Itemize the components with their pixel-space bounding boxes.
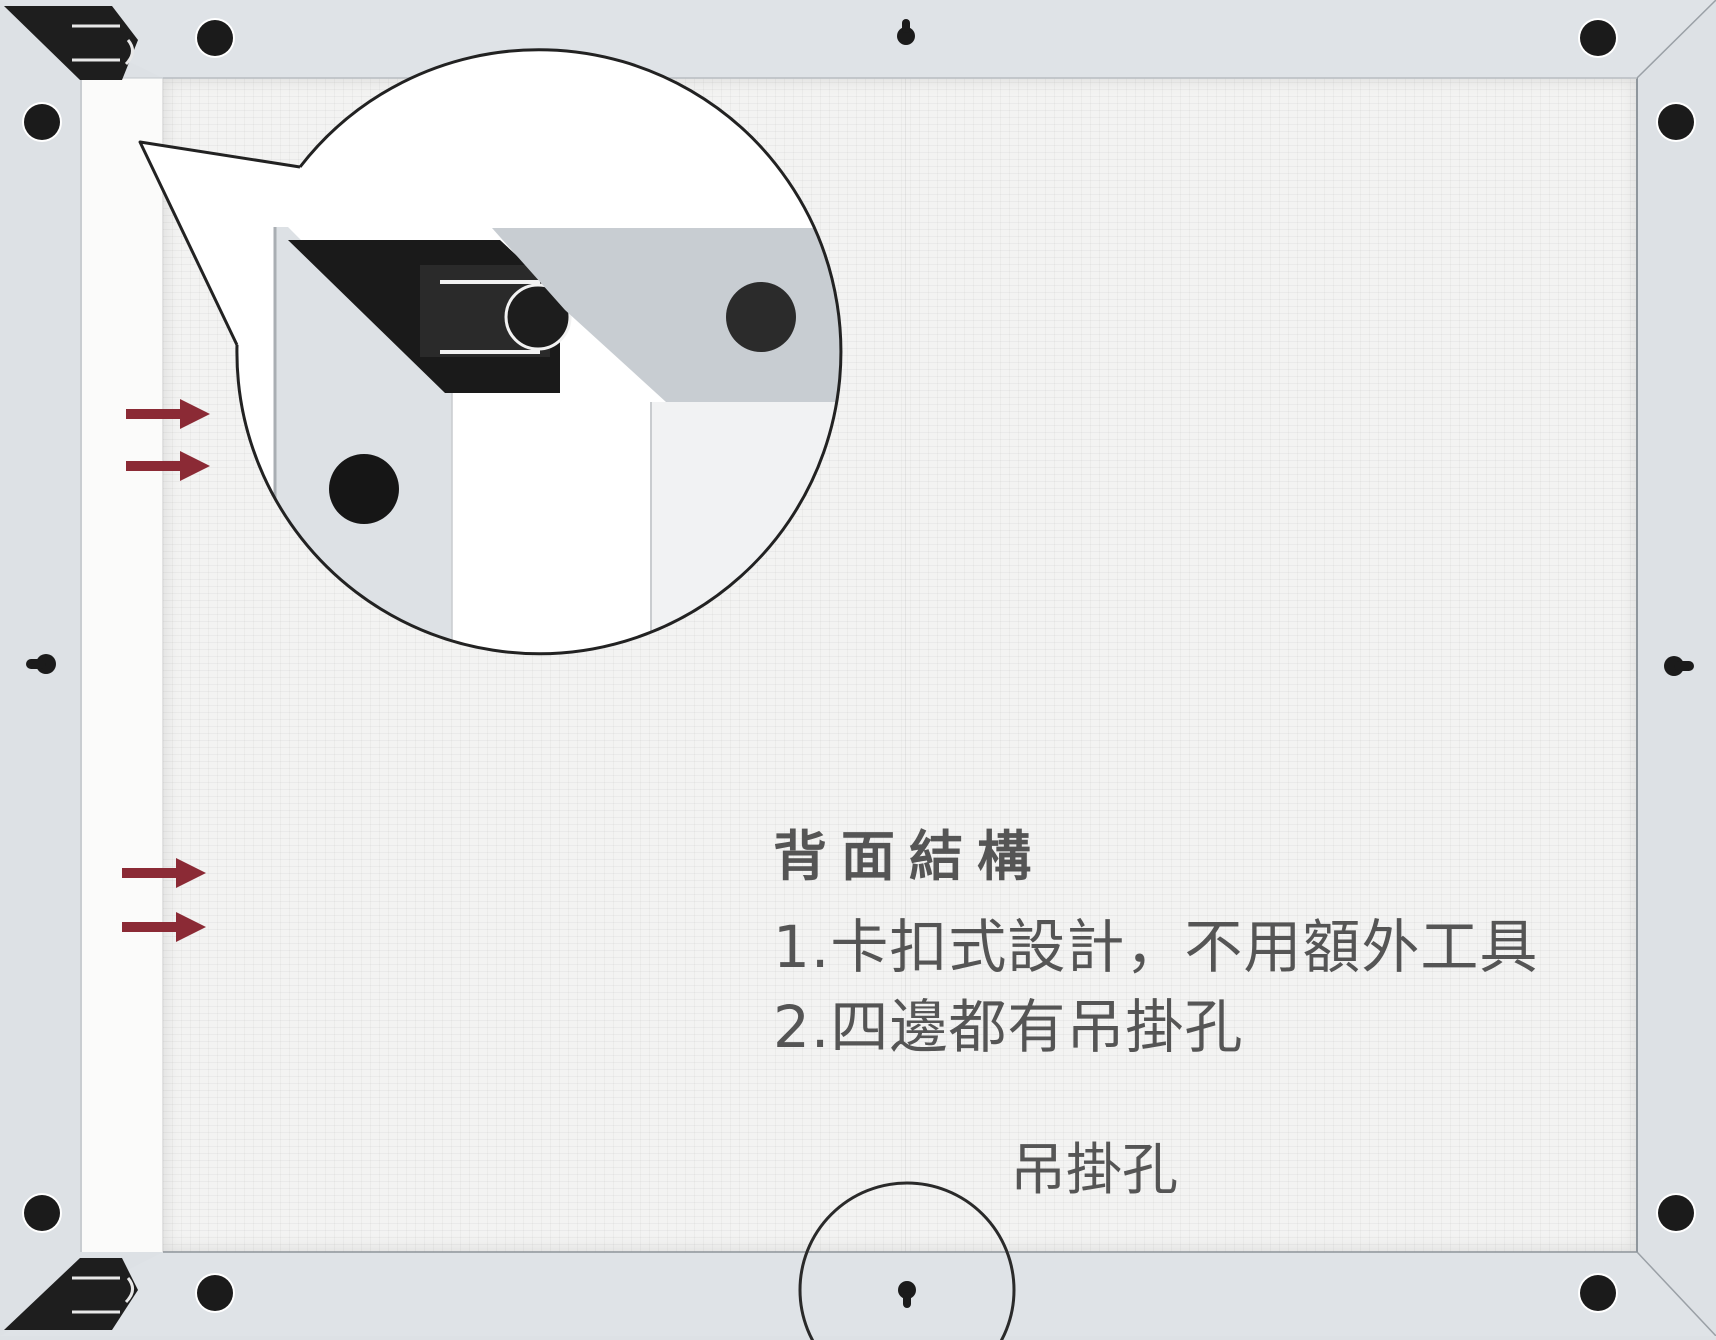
inner-frame-strip: [80, 78, 163, 1252]
corner-clip-bottom-left: [4, 1258, 138, 1330]
hanging-hole-label: 吊掛孔: [1010, 1138, 1178, 1203]
keyhole-icon-bottom: [898, 1281, 916, 1308]
arrow-right-icon: [126, 399, 210, 429]
corner-detail-zoom: [273, 227, 840, 654]
frame-bottom: [0, 1252, 1716, 1336]
feature-point-1: 1.卡扣式設計，不用額外工具: [773, 913, 1539, 981]
keyhole-icon-left: [26, 654, 56, 674]
mounting-hole: [1658, 104, 1694, 140]
corner-clip-top-left: [4, 6, 138, 80]
frame-top: [0, 0, 1716, 78]
mounting-hole: [197, 20, 233, 56]
arrow-right-icon: [122, 912, 206, 942]
arrow-right-icon: [126, 451, 210, 481]
mounting-hole: [1658, 1195, 1694, 1231]
mounting-hole: [24, 1195, 60, 1231]
mounting-hole: [197, 1275, 233, 1311]
arrow-right-icon: [122, 858, 206, 888]
callout-tail: [140, 142, 300, 345]
keyhole-icon-right: [1664, 656, 1694, 676]
feature-point-2: 2.四邊都有吊掛孔: [773, 993, 1244, 1061]
keyhole-icon-top: [897, 19, 915, 45]
hanging-hole-callout-circle: [798, 1181, 1016, 1340]
mounting-hole: [1580, 1275, 1616, 1311]
mounting-hole: [24, 104, 60, 140]
mounting-hole: [1580, 20, 1616, 56]
section-heading: 背面結構: [773, 825, 1045, 888]
board-seam: [905, 78, 906, 1252]
